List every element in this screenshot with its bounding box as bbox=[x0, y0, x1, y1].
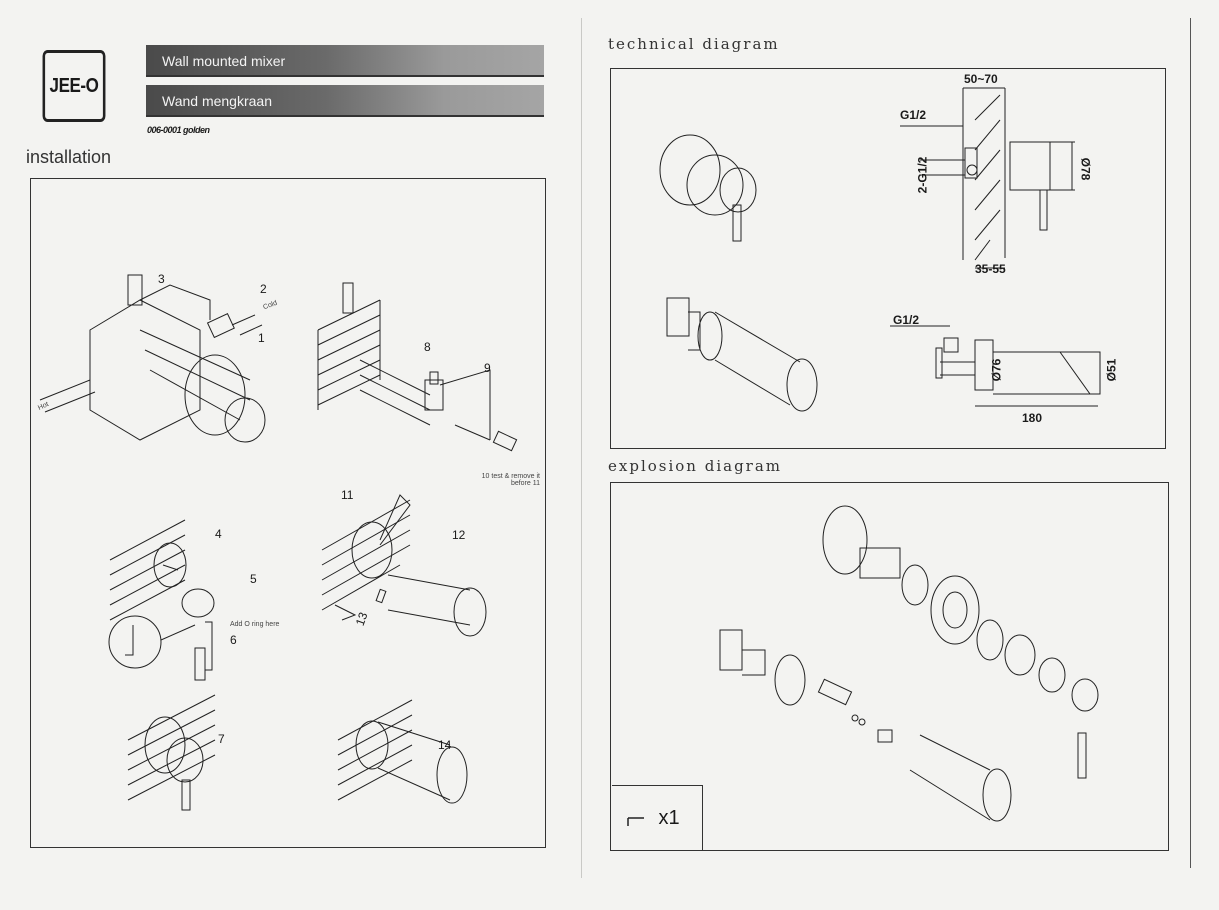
step-label: 6 bbox=[230, 633, 237, 647]
step-label: 5 bbox=[250, 572, 257, 586]
logo-text: JEE-O bbox=[49, 74, 99, 97]
step-14-illustration bbox=[337, 699, 468, 804]
step-label: 11 bbox=[341, 488, 354, 502]
hex-key-quantity-box: x1 bbox=[612, 785, 703, 850]
brand-logo: JEE-O bbox=[42, 50, 106, 122]
dim-wall: 35-55 bbox=[975, 262, 1006, 276]
mixer-perspective bbox=[659, 134, 757, 242]
mixer-side-section bbox=[900, 87, 1075, 269]
dim-depth: 50~70 bbox=[964, 72, 998, 86]
product-code: 006-0001 golden bbox=[147, 125, 210, 135]
oring-note: Add O ring here bbox=[230, 621, 280, 628]
step-label: 4 bbox=[215, 527, 222, 541]
installation-panel bbox=[30, 178, 546, 848]
note-line: before 11 bbox=[510, 480, 540, 487]
step-label: 1 bbox=[258, 331, 265, 345]
technical-heading: technical diagram bbox=[608, 35, 780, 53]
step-1-3-illustration bbox=[39, 274, 266, 443]
dim-spout-inlet: G1/2 bbox=[893, 313, 920, 327]
dim-inlet-top: G1/2 bbox=[900, 108, 927, 122]
step-label: 12 bbox=[452, 528, 466, 542]
step-8-9-illustration bbox=[317, 282, 518, 452]
explosion-heading: explosion diagram bbox=[608, 457, 783, 475]
page-fold bbox=[581, 18, 582, 878]
step-label: 14 bbox=[438, 738, 452, 752]
spout-side-section bbox=[890, 325, 1101, 407]
key-quantity: x1 bbox=[658, 806, 680, 829]
note-line: 10 test & remove it bbox=[481, 473, 540, 480]
explosion-panel bbox=[610, 482, 1169, 851]
step-4-6-illustration bbox=[108, 519, 215, 681]
step-label: 9 bbox=[484, 361, 491, 375]
step-label: 3 bbox=[158, 272, 165, 286]
dim-spout-length: 180 bbox=[1022, 411, 1043, 425]
technical-panel bbox=[610, 68, 1166, 449]
title-banner-en: Wall mounted mixer bbox=[146, 45, 544, 77]
step-11-13-illustration bbox=[321, 494, 487, 637]
installation-heading: installation bbox=[26, 147, 112, 167]
step-label: 8 bbox=[424, 340, 431, 354]
title-banner-nl: Wand mengkraan bbox=[146, 85, 544, 117]
page-edge bbox=[1190, 18, 1191, 868]
step-label: 2 bbox=[260, 282, 267, 296]
spout-perspective bbox=[666, 297, 818, 412]
step-label: 7 bbox=[218, 732, 225, 746]
step-7-illustration bbox=[127, 694, 216, 811]
